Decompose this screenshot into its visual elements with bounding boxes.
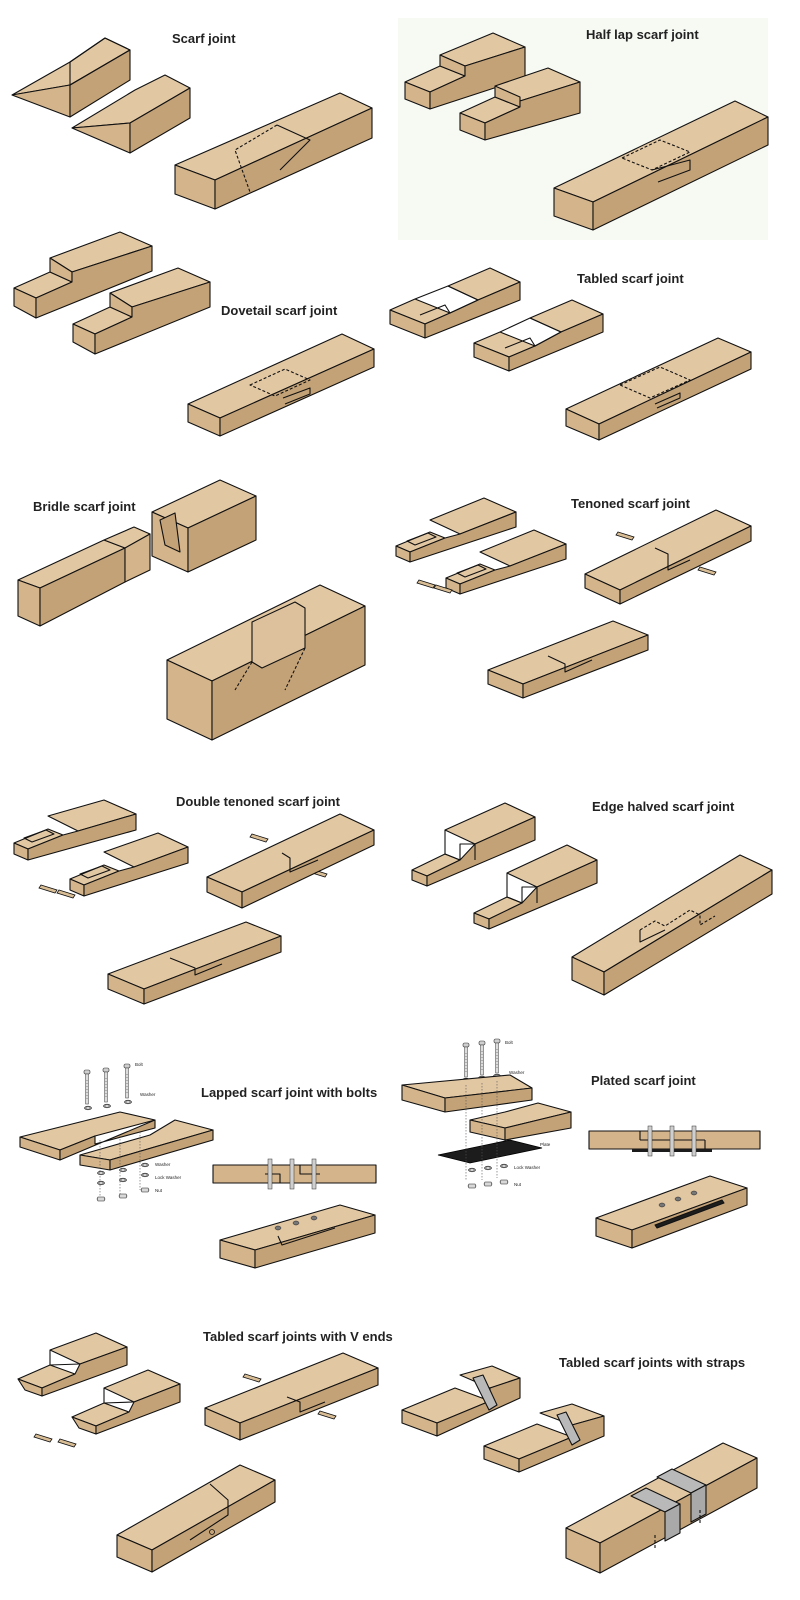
dovetail-piece-a bbox=[13, 231, 153, 319]
tabled-v-assembled bbox=[116, 1464, 276, 1573]
plated-plate bbox=[437, 1139, 543, 1164]
tenoned-assembled-side bbox=[584, 509, 752, 605]
tenoned-piece-a bbox=[395, 497, 517, 563]
tabled-v-peg-b bbox=[57, 1438, 77, 1448]
double-tenoned-assembled-side bbox=[206, 813, 375, 909]
double-tenoned-peg-c bbox=[249, 833, 269, 843]
title-scarf: Scarf joint bbox=[172, 31, 236, 46]
tenoned-peg-d bbox=[697, 566, 717, 576]
title-tenoned: Tenoned scarf joint bbox=[571, 496, 691, 511]
plated-hardware-bottom bbox=[465, 1081, 509, 1189]
title-edge-halved: Edge halved scarf joint bbox=[592, 799, 735, 814]
edge-halved-assembled bbox=[571, 854, 773, 996]
edge-halved-piece-a bbox=[411, 802, 536, 887]
tenoned-peg-c bbox=[615, 531, 635, 541]
bridle-assembled bbox=[166, 584, 366, 741]
plated-label-nut: Nut bbox=[514, 1182, 522, 1187]
tabled-straps-piece-a bbox=[401, 1365, 521, 1437]
lapped-piece-bottom bbox=[79, 1119, 214, 1171]
tenoned-piece-b bbox=[445, 529, 567, 595]
tenoned-peg-a bbox=[416, 579, 436, 589]
lapped-side-view bbox=[212, 1158, 377, 1190]
half-lap-piece-b bbox=[459, 67, 581, 141]
plated-assembled bbox=[595, 1175, 748, 1249]
double-tenoned-peg-a bbox=[38, 884, 58, 894]
lapped-label-bolt: Bolt bbox=[135, 1062, 144, 1067]
half-lap-piece-a bbox=[404, 32, 526, 110]
bridle-piece-a bbox=[17, 526, 151, 627]
lapped-hardware-bottom bbox=[96, 1132, 150, 1202]
double-tenoned-piece-a bbox=[13, 799, 137, 861]
plated-piece-top bbox=[401, 1074, 533, 1113]
lapped-piece-top bbox=[19, 1111, 156, 1161]
tenoned-assembled bbox=[487, 620, 649, 699]
title-bridle: Bridle scarf joint bbox=[33, 499, 136, 514]
lapped-label-nut: Nut bbox=[155, 1188, 163, 1193]
scarf-assembled bbox=[174, 92, 373, 210]
half-lap-assembled bbox=[553, 100, 769, 231]
plated-bolts-group bbox=[462, 1038, 501, 1083]
title-half-lap: Half lap scarf joint bbox=[586, 27, 699, 42]
title-lapped-bolts: Lapped scarf joint with bolts bbox=[201, 1085, 377, 1100]
tabled-v-piece-b bbox=[71, 1369, 181, 1435]
plated-piece-bottom bbox=[469, 1102, 572, 1141]
lapped-label-lock-washer: Lock Washer bbox=[155, 1175, 182, 1180]
scarf-piece-a bbox=[11, 37, 131, 118]
lapped-label-washer-bottom: Washer bbox=[155, 1162, 171, 1167]
plated-label-plate: Plate bbox=[540, 1142, 551, 1147]
title-dovetail: Dovetail scarf joint bbox=[221, 303, 338, 318]
double-tenoned-assembled bbox=[107, 921, 282, 1005]
tabled-v-assembled-side bbox=[204, 1352, 379, 1441]
title-double-tenoned: Double tenoned scarf joint bbox=[176, 794, 341, 809]
dovetail-assembled bbox=[187, 333, 375, 437]
bridle-piece-b bbox=[151, 479, 257, 573]
tabled-piece-a bbox=[389, 267, 521, 339]
lapped-label-washer-top: Washer bbox=[140, 1092, 156, 1097]
tabled-piece-b bbox=[473, 299, 604, 372]
dovetail-piece-b bbox=[72, 267, 211, 355]
tabled-v-piece-a bbox=[17, 1332, 128, 1397]
tabled-v-peg-d bbox=[317, 1410, 337, 1420]
plated-label-washer: Washer bbox=[509, 1070, 525, 1075]
title-tabled-v: Tabled scarf joints with V ends bbox=[203, 1329, 393, 1344]
plated-label-bolt: Bolt bbox=[505, 1040, 514, 1045]
double-tenoned-piece-b bbox=[69, 832, 189, 897]
tabled-assembled bbox=[565, 337, 752, 441]
plated-label-lock-washer: Lock Washer bbox=[514, 1165, 541, 1170]
title-tabled-straps: Tabled scarf joints with straps bbox=[559, 1355, 745, 1370]
edge-halved-piece-b bbox=[473, 844, 598, 930]
title-tabled: Tabled scarf joint bbox=[577, 271, 684, 286]
tabled-straps-assembled bbox=[565, 1442, 758, 1574]
lapped-bolts-group bbox=[83, 1063, 132, 1111]
lapped-assembled bbox=[219, 1204, 376, 1269]
title-plated: Plated scarf joint bbox=[591, 1073, 696, 1088]
scarf-piece-b bbox=[71, 74, 191, 154]
tabled-straps-piece-b bbox=[483, 1403, 605, 1473]
tabled-v-peg-a bbox=[33, 1433, 53, 1443]
plated-side-view bbox=[588, 1125, 761, 1157]
tabled-v-peg-c bbox=[242, 1373, 262, 1383]
